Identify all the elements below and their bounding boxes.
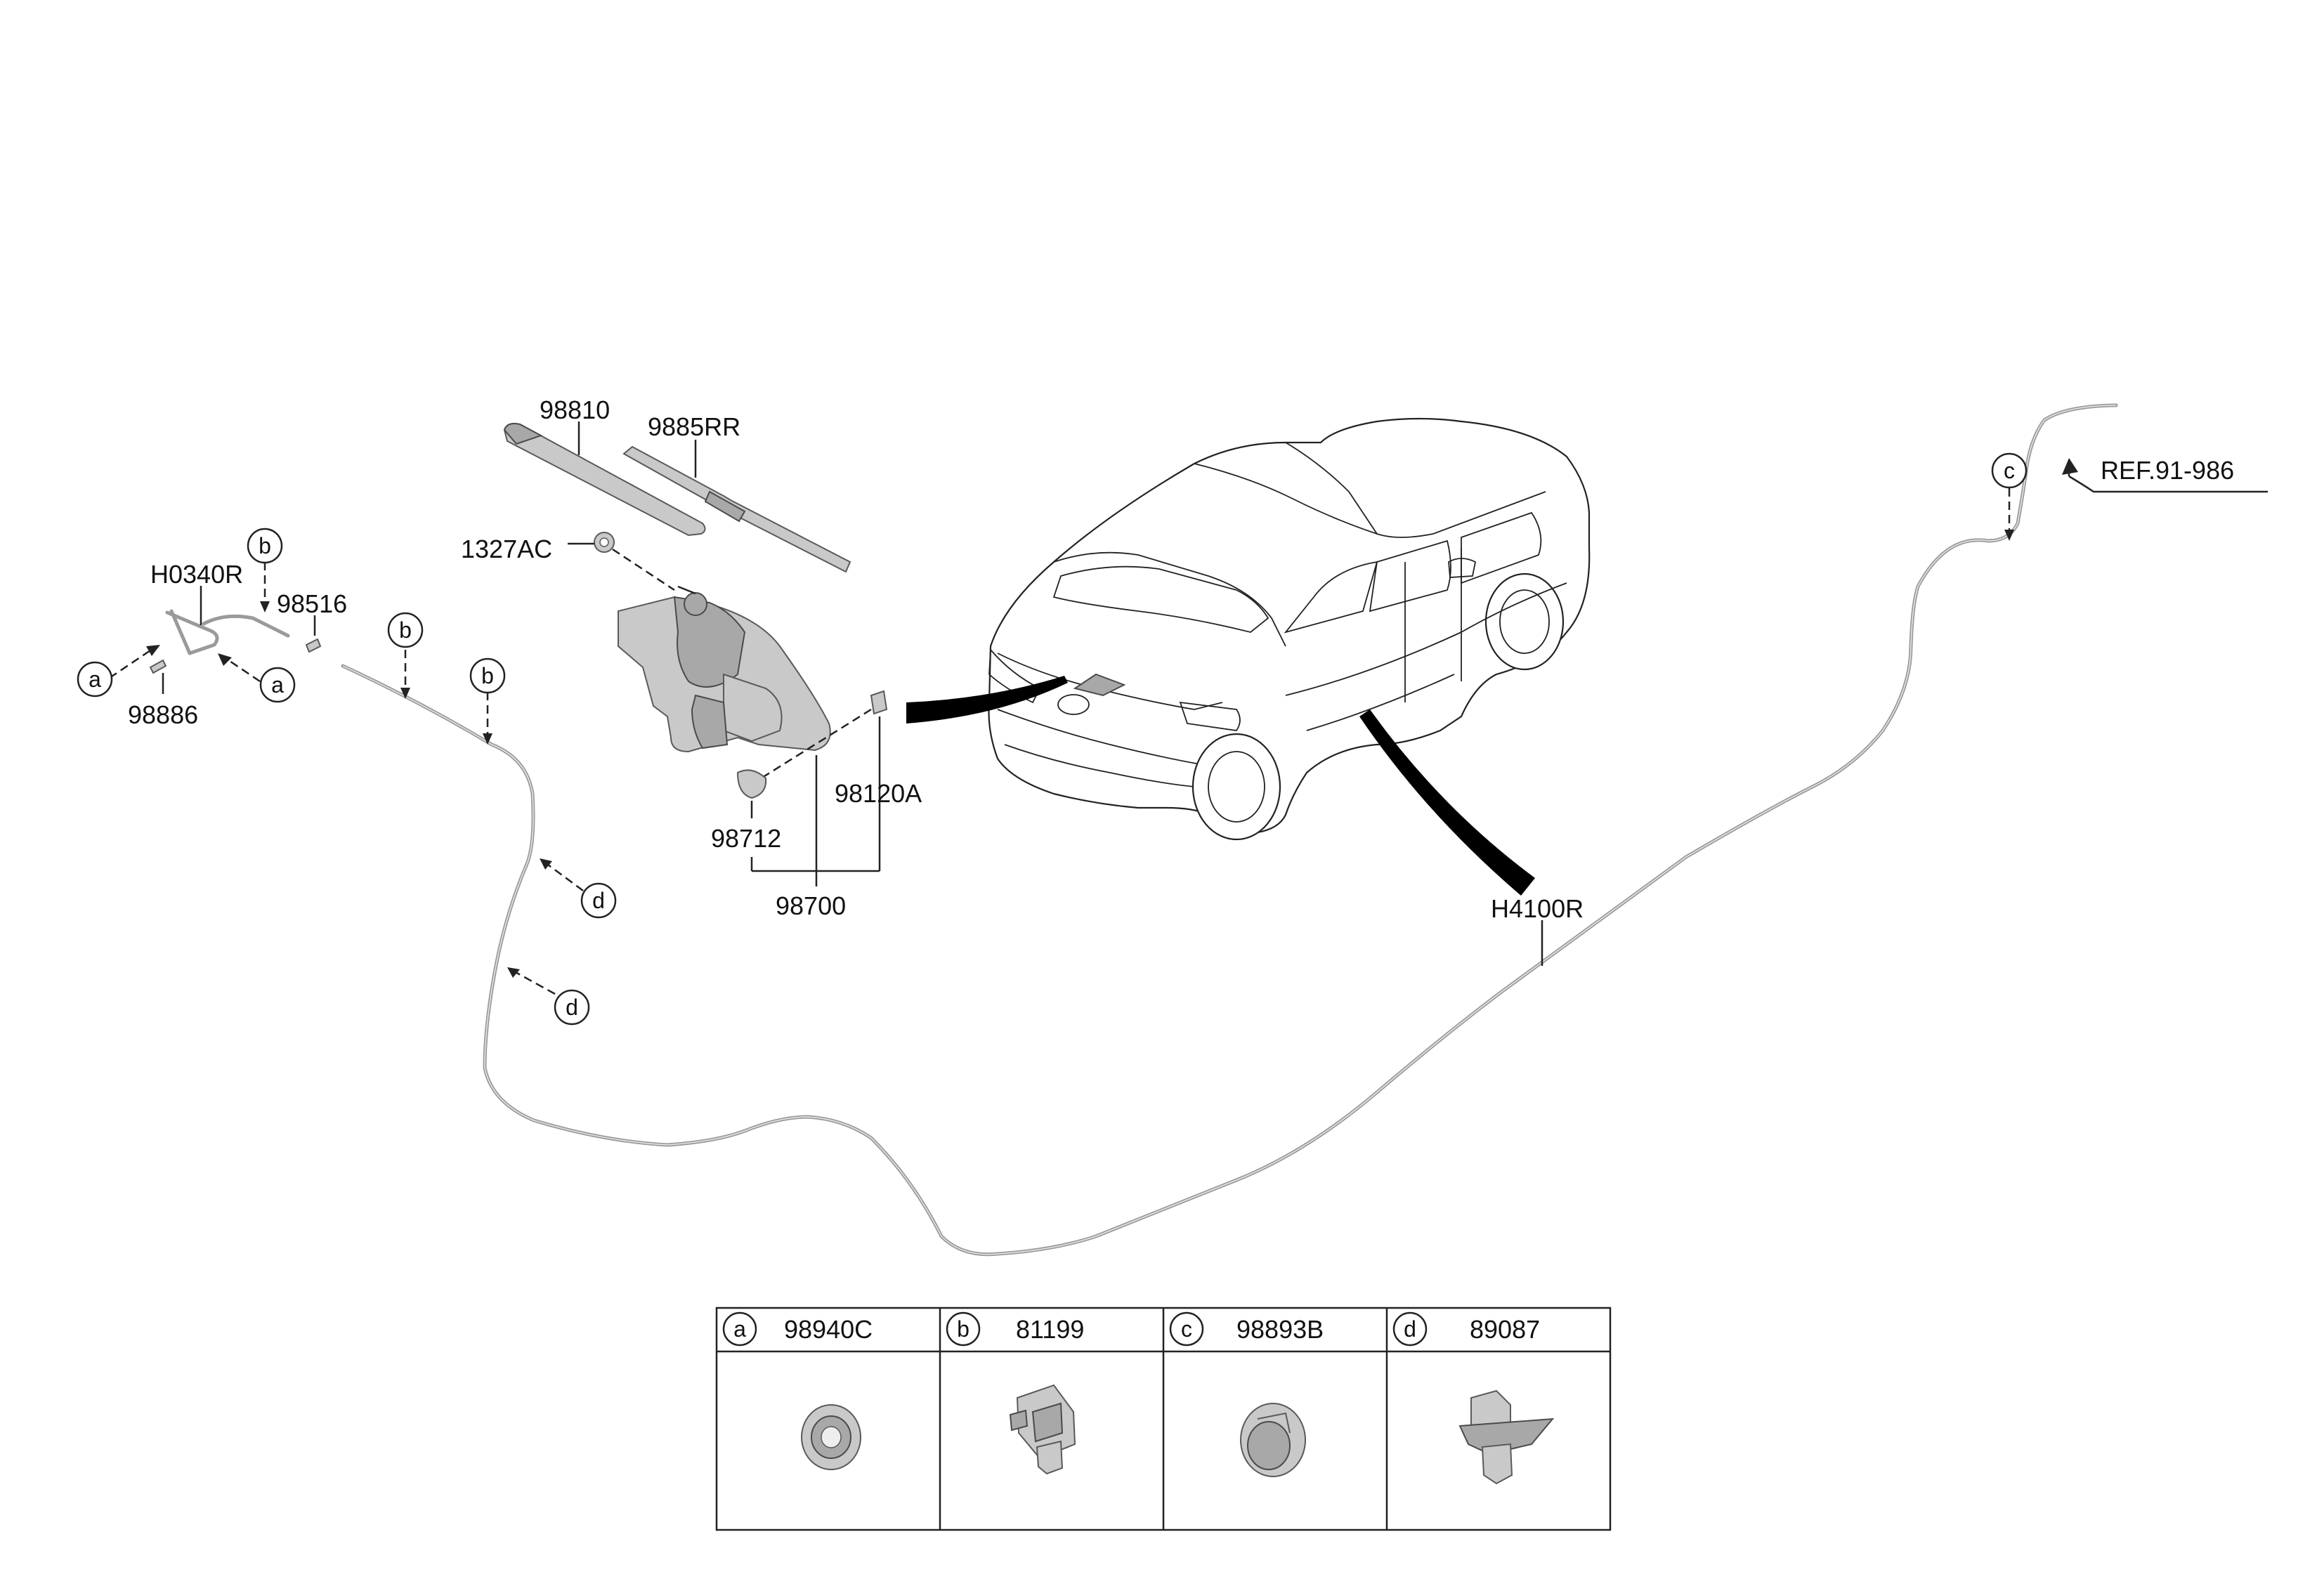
nozzle-hose-h0340r	[149, 609, 322, 674]
grommet-98120a	[870, 690, 888, 715]
grommet-icon	[801, 1404, 861, 1470]
svg-text:d: d	[1404, 1316, 1416, 1342]
legend-cell-a: a 98940C	[722, 1311, 873, 1470]
fastener-icon	[1458, 1389, 1555, 1485]
callout-marker-a-left: a	[77, 661, 113, 698]
nut-1327ac	[594, 532, 675, 591]
label-9885rr: 9885RR	[648, 412, 740, 441]
svg-text:b: b	[399, 617, 412, 643]
label-98516: 98516	[277, 589, 347, 618]
nozzle-98886	[149, 659, 167, 674]
connector-98516	[305, 638, 322, 653]
cap-icon	[1240, 1403, 1306, 1477]
label-98886: 98886	[128, 700, 198, 729]
callout-marker-d-2: d	[554, 989, 590, 1026]
callout-marker-d-1: d	[580, 882, 617, 919]
svg-text:a: a	[271, 672, 284, 698]
label-98120a: 98120A	[835, 779, 922, 808]
label-h4100r: H4100R	[1491, 894, 1584, 923]
legend-part-b: 81199	[1016, 1315, 1084, 1344]
label-98712: 98712	[711, 824, 781, 853]
svg-text:b: b	[259, 533, 271, 558]
svg-text:c: c	[2004, 458, 2015, 483]
svg-text:d: d	[592, 888, 605, 913]
vehicle-illustration	[988, 417, 1591, 841]
svg-text:b: b	[957, 1316, 970, 1342]
wiper-blade	[622, 445, 851, 573]
svg-text:c: c	[1181, 1316, 1192, 1342]
callout-marker-b-1: b	[247, 528, 283, 564]
label-98810: 98810	[540, 395, 610, 424]
legend-part-d: 89087	[1470, 1315, 1540, 1344]
callout-marker-c: c	[1991, 452, 2028, 489]
label-98700: 98700	[776, 891, 846, 920]
svg-text:a: a	[89, 667, 101, 692]
legend-part-c: 98893B	[1236, 1315, 1324, 1344]
callout-marker-b-3: b	[469, 657, 506, 694]
legend-cell-b: b 81199	[946, 1311, 1084, 1475]
svg-text:a: a	[733, 1316, 746, 1342]
clip-icon	[1009, 1384, 1076, 1475]
wiper-motor	[618, 585, 888, 799]
legend-cell-d: d 89087	[1392, 1311, 1555, 1485]
label-1327ac: 1327AC	[461, 535, 552, 563]
callout-marker-a-right: a	[259, 667, 296, 703]
wiper-arm	[503, 423, 706, 537]
leader-wedge-hose	[1359, 709, 1535, 896]
legend-table: a 98940C b 81199 c 98893B	[715, 1307, 1612, 1531]
callout-marker-b-2: b	[387, 612, 424, 648]
legend-part-a: 98940C	[784, 1315, 873, 1344]
marker-arrows	[109, 488, 2014, 995]
svg-text:b: b	[481, 663, 494, 688]
label-h0340r: H0340R	[150, 560, 243, 589]
leader-lines	[162, 421, 2268, 966]
label-ref: REF.91-986	[2101, 456, 2234, 485]
leader-wedge-wiper	[906, 676, 1068, 724]
legend-cell-c: c 98893B	[1169, 1311, 1324, 1477]
washer-hose	[341, 403, 2118, 1257]
svg-text:d: d	[566, 995, 578, 1020]
bushing-98712	[736, 769, 767, 799]
